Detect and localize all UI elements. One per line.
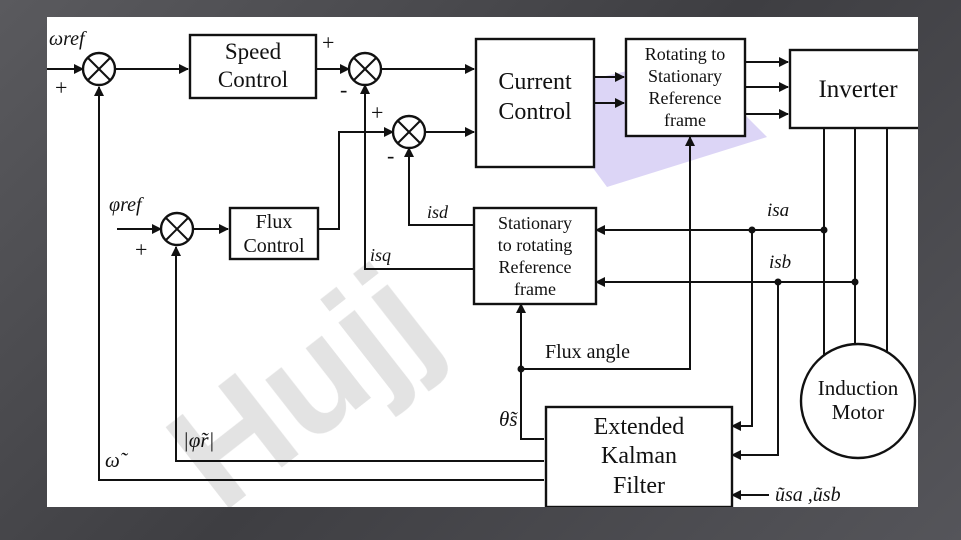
- svg-text:Kalman: Kalman: [601, 443, 677, 469]
- svg-text:Rotating to: Rotating to: [645, 44, 726, 64]
- summing-junction-d: [391, 114, 427, 150]
- summing-junction-flux: [159, 211, 195, 247]
- watermark-text: Hujj: [138, 233, 465, 507]
- rotating-to-stationary-block: Rotating to Stationary Reference frame: [624, 37, 747, 138]
- label-omega-ref: ωref: [49, 28, 87, 50]
- sign-plus-q: +: [322, 30, 334, 55]
- svg-text:Control: Control: [218, 67, 288, 92]
- summing-junction-speed: [81, 51, 117, 87]
- summing-junction-q: [347, 51, 383, 87]
- signal-lines: [47, 57, 888, 500]
- svg-text:Extended: Extended: [594, 414, 685, 440]
- svg-text:Induction: Induction: [818, 376, 899, 400]
- label-flux-angle: Flux angle: [545, 341, 630, 363]
- svg-text:Control: Control: [498, 99, 572, 125]
- svg-text:Filter: Filter: [613, 473, 665, 499]
- svg-text:Flux: Flux: [256, 211, 293, 233]
- sign-plus-speed-ref: +: [55, 75, 67, 100]
- flux-control-block: Flux Control: [228, 206, 320, 261]
- svg-text:Motor: Motor: [832, 400, 885, 424]
- svg-text:Control: Control: [243, 235, 305, 257]
- label-u-inputs: ũsa ,ũsb: [775, 484, 841, 506]
- sign-plus-d: +: [371, 100, 383, 125]
- svg-text:frame: frame: [664, 110, 706, 130]
- svg-text:Speed: Speed: [225, 39, 282, 64]
- svg-text:frame: frame: [514, 279, 556, 299]
- label-isd: isd: [427, 202, 449, 222]
- label-phi-r-magnitude: |φ̃r|: [183, 428, 214, 452]
- svg-text:Stationary: Stationary: [498, 213, 572, 233]
- svg-text:to rotating: to rotating: [498, 235, 573, 255]
- sign-plus-flux: +: [135, 237, 147, 262]
- current-control-block: Current Control: [474, 37, 596, 169]
- svg-text:Reference: Reference: [649, 88, 722, 108]
- svg-text:Current: Current: [498, 69, 572, 95]
- label-isb: isb: [769, 252, 791, 273]
- label-isa: isa: [767, 200, 789, 221]
- label-isq: isq: [370, 245, 391, 265]
- inverter-block: Inverter: [788, 48, 918, 130]
- svg-text:Stationary: Stationary: [648, 66, 722, 86]
- stationary-to-rotating-block: Stationary to rotating Reference frame: [472, 206, 598, 306]
- svg-text:Reference: Reference: [499, 257, 572, 277]
- sign-minus-q: -: [340, 77, 347, 102]
- label-omega-estimate: ω̃: [105, 448, 129, 472]
- diagram-canvas: Hujj: [47, 17, 918, 507]
- speed-control-block: Speed Control: [188, 33, 318, 100]
- label-phi-ref: φref: [109, 194, 144, 216]
- label-theta-s: θ̃s: [499, 407, 518, 431]
- sign-minus-d: -: [387, 143, 394, 168]
- induction-motor-block: Induction Motor: [799, 342, 917, 460]
- svg-text:Inverter: Inverter: [818, 76, 898, 103]
- extended-kalman-filter-block: Extended Kalman Filter: [544, 405, 734, 507]
